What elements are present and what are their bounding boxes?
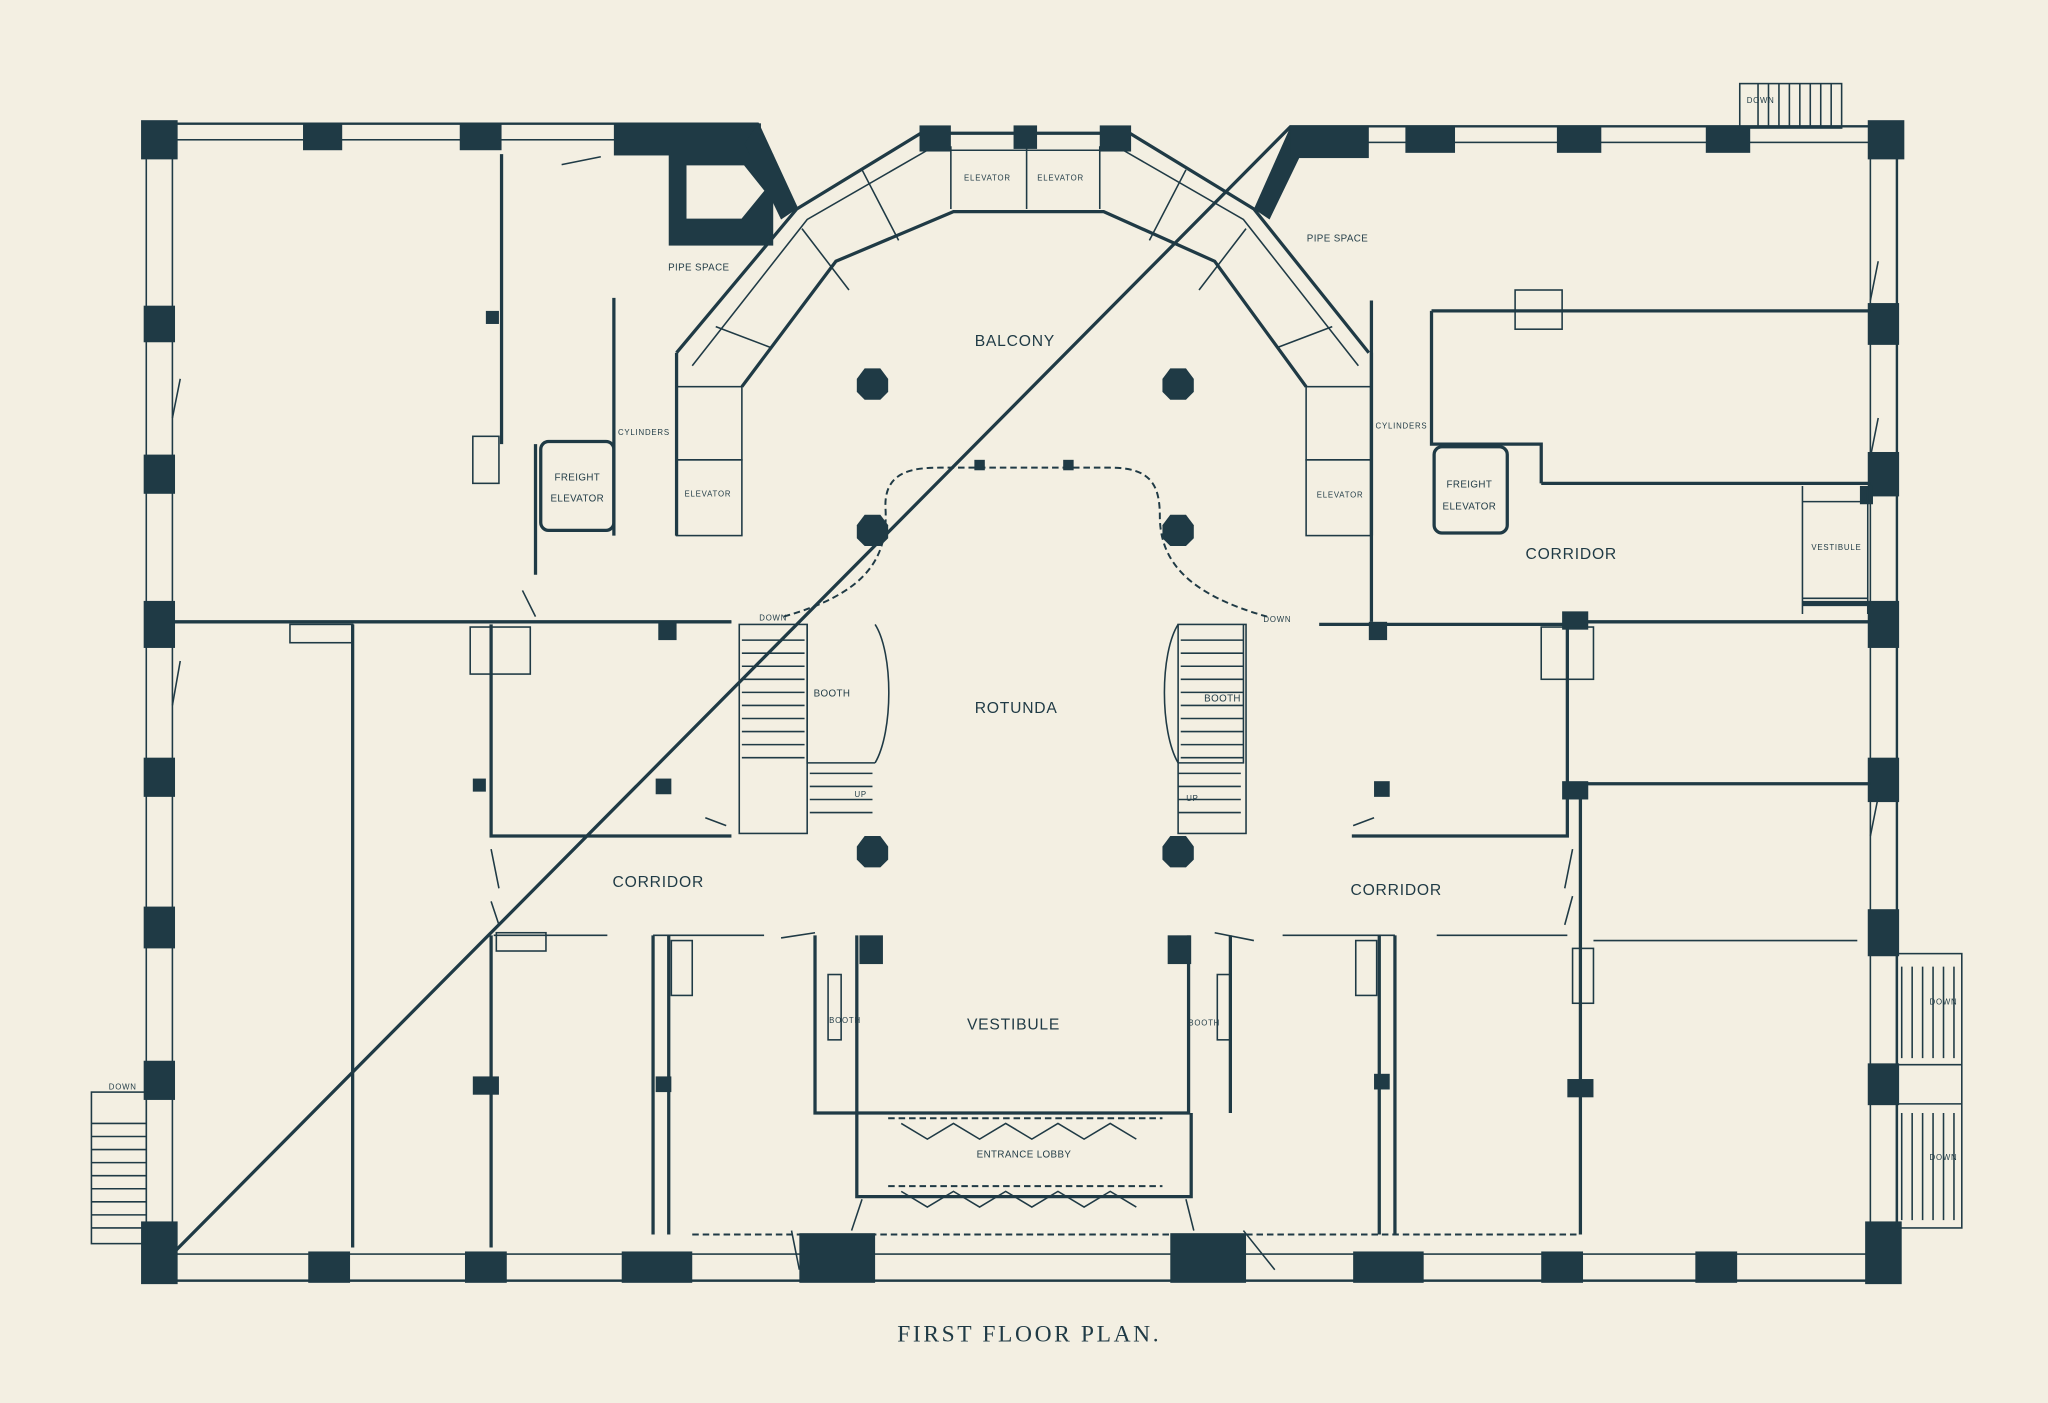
label-cylinders-right: CYLINDERS [1376,421,1428,430]
label-booth-upper-left: BOOTH [814,688,851,699]
label-entrance-lobby: ENTRANCE LOBBY [977,1149,1072,1160]
label-up-right: UP [1186,794,1198,803]
label-booth-lower-left: BOOTH [829,1016,861,1025]
label-cylinders-left: CYLINDERS [618,428,670,437]
label-vestibule: VESTIBULE [967,1016,1060,1033]
label-down-stair-right: DOWN [1263,615,1291,624]
elevator-arc [674,125,1374,537]
label-freight-right-2: ELEVATOR [1443,501,1497,512]
label-down-right-1: DOWN [1930,998,1958,1007]
outer-walls [141,120,1905,1285]
label-freight-right-1: FREIGHT [1447,479,1493,490]
label-booth-lower-right: BOOTH [1188,1018,1220,1027]
rotunda-area [738,368,1268,868]
label-balcony: BALCONY [975,333,1055,350]
room-labels: BALCONY ROTUNDA VESTIBULE ENTRANCE LOBBY… [109,96,1958,1162]
label-rotunda: ROTUNDA [975,700,1058,717]
label-elevator-top-left: ELEVATOR [964,173,1011,182]
label-up-left: UP [855,790,867,799]
label-down-top-right: DOWN [1747,96,1775,105]
label-elevator-left: ELEVATOR [685,489,732,498]
label-freight-left-1: FREIGHT [554,473,600,484]
interior-partitions [171,154,1879,1271]
plan-title: FIRST FLOOR PLAN. [897,1322,1161,1348]
label-down-lower-left: DOWN [109,1082,137,1091]
label-booth-upper-right: BOOTH [1204,693,1241,704]
exterior-stairs [90,82,1963,1245]
label-vestibule-right: VESTIBULE [1811,543,1861,552]
label-down-stair-left: DOWN [759,614,787,623]
label-elevator-top-right: ELEVATOR [1037,173,1084,182]
label-pipe-space-left: PIPE SPACE [668,262,729,273]
label-corridor-center-right: CORRIDOR [1350,882,1442,899]
label-freight-left-2: ELEVATOR [550,494,604,505]
label-pipe-space-right: PIPE SPACE [1307,234,1368,245]
label-corridor-upper-right: CORRIDOR [1526,546,1618,563]
label-down-right-2: DOWN [1930,1153,1958,1162]
label-elevator-right: ELEVATOR [1317,491,1364,500]
label-corridor-left: CORRIDOR [613,874,705,891]
